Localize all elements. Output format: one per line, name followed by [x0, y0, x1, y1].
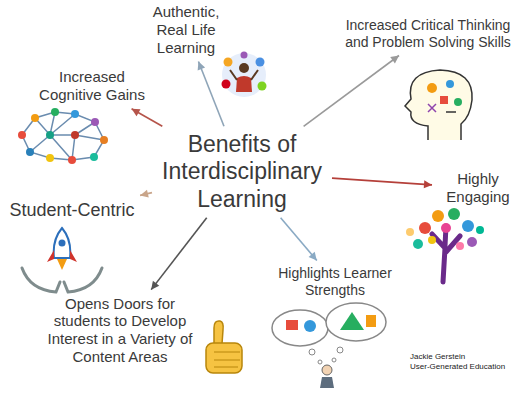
arrow-head [309, 252, 317, 261]
central-topic: Benefits of Interdisciplinary Learning [156, 130, 328, 213]
connector-arrow [304, 56, 399, 127]
arrow-head [132, 109, 141, 116]
arrow-head [198, 62, 205, 71]
node-text: Student-Centric [7, 200, 137, 221]
arrow-head [140, 190, 149, 198]
thumbs-up-icon [206, 321, 242, 373]
benefit-label: Opens Doors for students to Develop Inte… [45, 294, 195, 367]
brain-network-icon [22, 112, 104, 160]
node-text: Benefits of Interdisciplinary Learning [158, 131, 326, 212]
tree-icon [406, 208, 484, 282]
connector-arrow [332, 178, 432, 185]
arrow-head [151, 281, 159, 290]
node-text: Increased Critical Thinking and Problem … [345, 17, 511, 50]
benefit-label: Increased Critical Thinking and Problem … [343, 16, 513, 51]
credit-text: Jackie Gerstein [410, 353, 465, 362]
arrow-head [424, 180, 432, 188]
benefit-label: Highlights Learner Strengths [265, 264, 405, 299]
brain-dots [18, 108, 108, 164]
connector-arrow [151, 218, 207, 290]
node-text: Increased Cognitive Gains [29, 68, 155, 103]
node-text: Opens Doors for students to Develop Inte… [47, 295, 193, 366]
connector-arrow [198, 62, 224, 127]
arrow-head [390, 56, 399, 64]
person-icon [222, 52, 267, 98]
connector-arrow [281, 218, 317, 261]
node-text: Highly Engaging [438, 170, 518, 205]
benefit-label: Student-Centric [5, 199, 139, 222]
hands-icon [22, 268, 102, 292]
connector-arrow [132, 109, 163, 127]
credit-text: User-Generated Education [410, 363, 505, 372]
head-icon [405, 70, 472, 140]
thought-bubbles-icon [272, 303, 386, 388]
benefit-label: Highly Engaging [436, 169, 520, 206]
node-text: Highlights Learner Strengths [267, 265, 403, 298]
rocket-icon [47, 228, 77, 270]
benefit-label: Increased Cognitive Gains [27, 67, 157, 104]
node-text: Authentic, Real Life Learning [140, 3, 232, 56]
benefit-label: Authentic, Real Life Learning [138, 2, 234, 57]
